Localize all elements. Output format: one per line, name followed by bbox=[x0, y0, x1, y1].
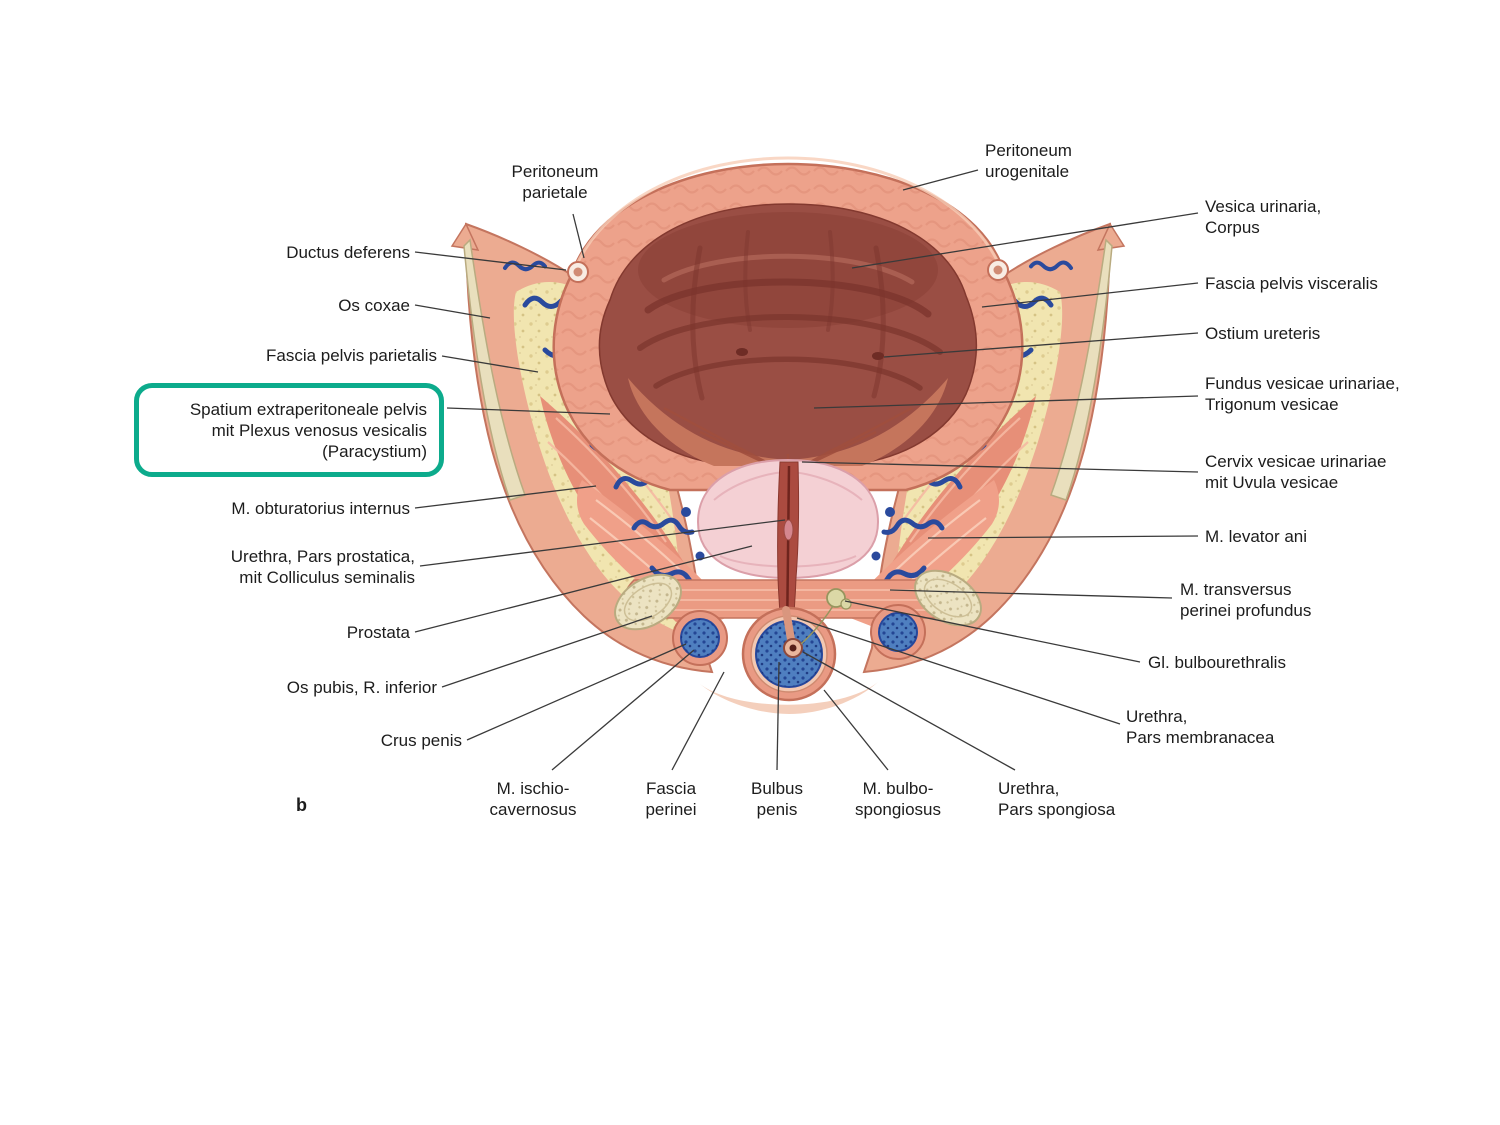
leader-os-coxae bbox=[414, 304, 491, 319]
label-cervix-vesicae: Cervix vesicae urinariae mit Uvula vesic… bbox=[1205, 452, 1387, 492]
leader-vesica-urinaria bbox=[851, 212, 1199, 269]
crus-penis-left bbox=[672, 610, 728, 666]
leader-gl-bulbourethralis bbox=[844, 600, 1141, 663]
label-fascia-perinei: Fascia perinei bbox=[645, 779, 697, 819]
colliculus-seminalis bbox=[783, 519, 794, 541]
label-gl-bulbourethralis: Gl. bulbourethralis bbox=[1148, 653, 1286, 672]
label-m-ischiocavernosus: M. ischio- cavernosus bbox=[489, 779, 577, 819]
label-m-transversus: M. transversus perinei profundus bbox=[1180, 580, 1312, 620]
label-os-pubis: Os pubis, R. inferior bbox=[286, 678, 437, 697]
leader-cervix-vesicae bbox=[801, 461, 1199, 473]
panel-letter: b bbox=[296, 795, 307, 815]
label-urethra-pars-prostatica: Urethra, Pars prostatica, mit Colliculus… bbox=[230, 547, 415, 587]
label-crus-penis: Crus penis bbox=[380, 731, 462, 750]
ureteric-orifice-right bbox=[872, 352, 884, 360]
label-m-bulbospongiosus: M. bulbo- spongiosus bbox=[854, 779, 941, 819]
bladder-cavity bbox=[598, 203, 978, 465]
bulbourethral-gland bbox=[800, 588, 852, 645]
label-prostata: Prostata bbox=[346, 623, 410, 642]
leader-fascia-perinei bbox=[671, 671, 725, 771]
label-fascia-pelvis-parietalis: Fascia pelvis parietalis bbox=[265, 346, 437, 365]
leader-crus-penis bbox=[466, 643, 687, 741]
crus-penis-right bbox=[870, 604, 926, 660]
leader-m-bulbospongiosus bbox=[823, 689, 889, 771]
ductus-deferens-left bbox=[567, 261, 589, 283]
leader-lines bbox=[414, 169, 1199, 771]
leader-bulbus-penis bbox=[776, 661, 780, 771]
pubic-bone-right bbox=[914, 569, 982, 627]
leader-peritoneum-parietale bbox=[572, 213, 585, 259]
label-os-coxae: Os coxae bbox=[338, 296, 410, 315]
leader-m-transversus bbox=[889, 589, 1173, 599]
label-urethra-pars-spongiosa: Urethra, Pars spongiosa bbox=[998, 779, 1116, 819]
leader-m-levator-ani bbox=[927, 535, 1199, 539]
leader-peritoneum-urogenitale bbox=[902, 169, 979, 191]
leader-prostata bbox=[414, 545, 753, 633]
label-fundus-vesicae: Fundus vesicae urinariae, Trigonum vesic… bbox=[1205, 374, 1400, 414]
leader-fundus-vesicae bbox=[813, 395, 1199, 409]
leader-urethra-pars-spongiosa bbox=[802, 651, 1016, 771]
leader-fascia-pelvis-parietalis bbox=[441, 355, 539, 373]
label-spatium-extraperitoneale: Spatium extraperitoneale pelvis mit Plex… bbox=[189, 399, 427, 461]
label-bulbus-penis: Bulbus penis bbox=[751, 779, 803, 819]
leader-ostium-ureteris bbox=[883, 332, 1199, 358]
leader-urethra-pars-membranacea bbox=[796, 617, 1121, 725]
ureteric-orifice-left bbox=[736, 348, 748, 356]
label-fascia-pelvis-visceralis: Fascia pelvis visceralis bbox=[1205, 274, 1378, 293]
leader-spatium-extraperitoneale bbox=[446, 407, 611, 415]
leader-os-pubis bbox=[441, 615, 653, 688]
label-peritoneum-urogenitale: Peritoneum urogenitale bbox=[985, 141, 1072, 181]
label-ostium-ureteris: Ostium ureteris bbox=[1205, 324, 1321, 343]
label-vesica-urinaria: Vesica urinaria, Corpus bbox=[1205, 197, 1322, 237]
leader-urethra-pars-prostatica bbox=[419, 519, 786, 567]
label-urethra-pars-membranacea: Urethra, Pars membranacea bbox=[1126, 707, 1275, 747]
ductus-deferens-right bbox=[987, 259, 1009, 281]
label-ductus-deferens: Ductus deferens bbox=[286, 243, 410, 262]
label-m-obturatorius-internus: M. obturatorius internus bbox=[231, 499, 410, 518]
leader-m-obturatorius-internus bbox=[414, 485, 597, 509]
leader-ductus-deferens bbox=[414, 251, 567, 271]
leader-m-ischiocavernosus bbox=[551, 649, 695, 771]
label-m-levator-ani: M. levator ani bbox=[1205, 527, 1308, 546]
label-peritoneum-parietale: Peritoneum parietale bbox=[511, 162, 599, 202]
leader-fascia-pelvis-visceralis bbox=[981, 282, 1199, 308]
pubic-bone-left bbox=[614, 573, 682, 631]
bulbus-penis-structure bbox=[700, 606, 878, 714]
highlight-box: Spatium extraperitoneale pelvis mit Plex… bbox=[134, 383, 444, 477]
